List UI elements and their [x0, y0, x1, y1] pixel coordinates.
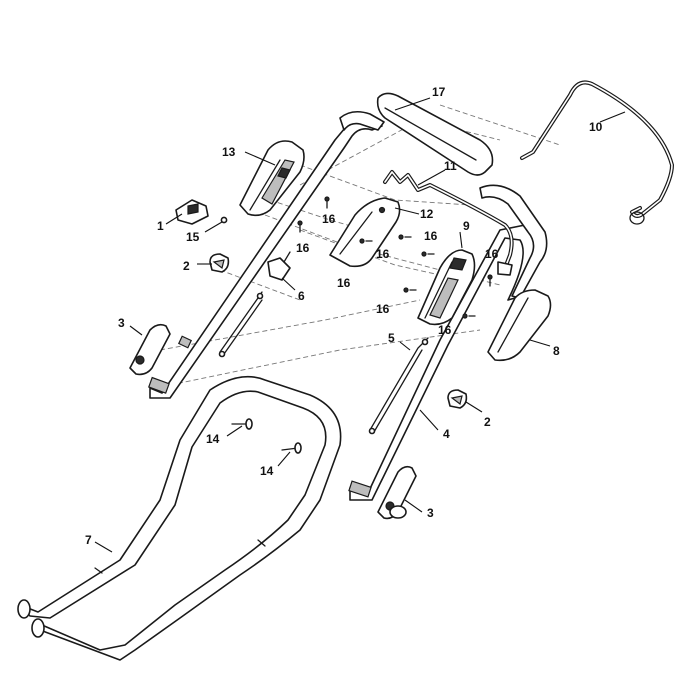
right-housing	[417, 249, 476, 326]
callout-16-f: 16	[485, 247, 499, 261]
callout-13: 13	[222, 145, 236, 159]
callout-10: 10	[589, 120, 603, 134]
left-clamp	[209, 253, 230, 273]
callout-16-h: 16	[438, 323, 452, 337]
callout-2-right: 2	[484, 415, 491, 429]
screw-f	[421, 251, 435, 257]
callout-16-a: 16	[322, 212, 336, 226]
cables	[218, 291, 429, 435]
left-handle-rod	[148, 110, 385, 399]
callout-3-left: 3	[118, 316, 125, 330]
screw-h	[487, 274, 493, 287]
callout-3-right: 3	[427, 506, 434, 520]
left-lever	[129, 323, 171, 376]
right-lever	[377, 465, 417, 520]
control-rod	[383, 170, 514, 276]
screw-d	[398, 234, 412, 240]
handle-bolts	[231, 418, 302, 454]
right-cover	[487, 289, 552, 362]
callout-16-d: 16	[424, 229, 438, 243]
screw-c	[359, 238, 373, 244]
callout-6: 6	[298, 289, 305, 303]
callout-11: 11	[444, 159, 457, 173]
callout-14-a: 14	[206, 432, 220, 446]
left-housing	[239, 140, 305, 217]
callout-8: 8	[553, 344, 560, 358]
screws	[297, 196, 493, 319]
screw-g	[462, 313, 476, 319]
lower-handle	[17, 375, 342, 661]
leader-lines	[94, 97, 626, 553]
callout-16-g: 16	[376, 302, 390, 316]
left-cover	[329, 197, 401, 268]
callout-4: 4	[443, 427, 450, 441]
screw-e	[403, 287, 417, 293]
callout-16-e: 16	[337, 276, 351, 290]
callout-9: 9	[463, 219, 470, 233]
callout-16-c: 16	[376, 247, 390, 261]
screw-b	[297, 220, 303, 233]
right-handle-rod	[348, 184, 548, 501]
callout-5: 5	[388, 331, 395, 345]
callout-16-b: 16	[296, 241, 310, 255]
small-washer	[220, 216, 228, 224]
callout-7: 7	[85, 533, 92, 547]
callout-12: 12	[420, 207, 434, 221]
top-grip	[376, 92, 494, 176]
callout-1: 1	[157, 219, 164, 233]
bail-handle	[520, 80, 674, 225]
callout-15: 15	[186, 230, 200, 244]
callout-2-left: 2	[183, 259, 190, 273]
latch-block	[175, 199, 209, 225]
callout-labels: 17 10 11 13 1 15 12 16 16 16 16 16 16 16…	[85, 85, 603, 547]
cable-clip	[267, 251, 291, 281]
callout-17: 17	[432, 85, 446, 99]
right-clamp	[447, 389, 468, 409]
screw-a	[324, 196, 330, 209]
callout-14-b: 14	[260, 464, 274, 478]
